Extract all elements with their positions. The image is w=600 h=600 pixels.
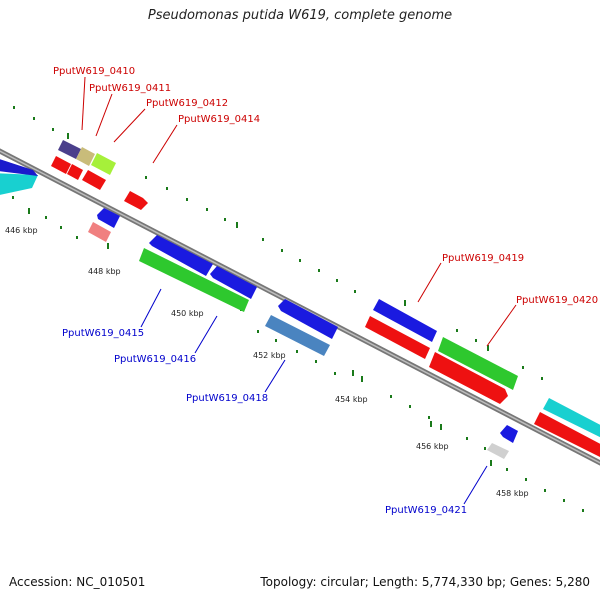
kbp-label-458: 458 kbp	[496, 489, 529, 498]
gene-small-blue-left[interactable]	[97, 208, 120, 228]
kbp-label-454: 454 kbp	[335, 395, 368, 404]
gene-0412[interactable]	[91, 153, 116, 175]
gene-pink[interactable]	[88, 222, 111, 242]
gene-steelblue[interactable]	[265, 315, 330, 356]
map-title: Pseudomonas putida W619, complete genome	[147, 8, 453, 23]
genome-summary-text: Topology: circular; Length: 5,774,330 bp…	[260, 575, 590, 589]
tick-row-inner	[12, 196, 584, 512]
gene-label-0411[interactable]: PputW619_0411	[89, 83, 171, 94]
gene-label-0418[interactable]: PputW619_0418	[186, 393, 268, 404]
gene-0415-b[interactable]	[210, 266, 257, 299]
gene-0410[interactable]	[58, 140, 81, 159]
gene-label-0410[interactable]: PputW619_0410	[53, 66, 135, 77]
gene-0414[interactable]	[124, 191, 148, 210]
gene-label-0412[interactable]: PputW619_0412	[146, 98, 228, 109]
gene-label-0421[interactable]: PputW619_0421	[385, 505, 467, 516]
leader-lines	[81, 76, 517, 505]
kbp-label-448: 448 kbp	[88, 267, 121, 276]
kbp-label-456: 456 kbp	[416, 442, 449, 451]
gene-forward-red-5[interactable]	[429, 352, 508, 404]
gene-forward-red-2[interactable]	[67, 164, 83, 180]
gene-cyan-right[interactable]	[543, 398, 600, 442]
gene-0419[interactable]	[373, 299, 437, 342]
gene-forward-red-3[interactable]	[82, 170, 106, 190]
kbp-label-452: 452 kbp	[253, 351, 286, 360]
gene-0416[interactable]	[139, 248, 249, 312]
gene-0420[interactable]	[438, 337, 518, 390]
gene-label-0419[interactable]: PputW619_0419	[442, 253, 524, 264]
kbp-label-450: 450 kbp	[171, 309, 204, 318]
kbp-label-446: 446 kbp	[5, 226, 38, 235]
gene-0415[interactable]	[149, 235, 213, 276]
gene-forward-red-6[interactable]	[534, 412, 600, 462]
accession-text: Accession: NC_010501	[9, 575, 146, 589]
gene-0418[interactable]	[278, 299, 338, 339]
gene-label-0416[interactable]: PputW619_0416	[114, 354, 196, 365]
gene-cyan-left[interactable]	[0, 156, 38, 197]
gene-label-0414[interactable]: PputW619_0414	[178, 114, 260, 125]
gene-label-0415[interactable]: PputW619_0415	[62, 328, 144, 339]
tick-row-outer	[13, 106, 543, 380]
gene-forward-red-4[interactable]	[365, 316, 430, 359]
gene-forward-red-1[interactable]	[51, 156, 71, 174]
gene-label-0420[interactable]: PputW619_0420	[516, 295, 598, 306]
gene-0421[interactable]	[487, 425, 518, 459]
gene-0411[interactable]	[76, 147, 95, 166]
